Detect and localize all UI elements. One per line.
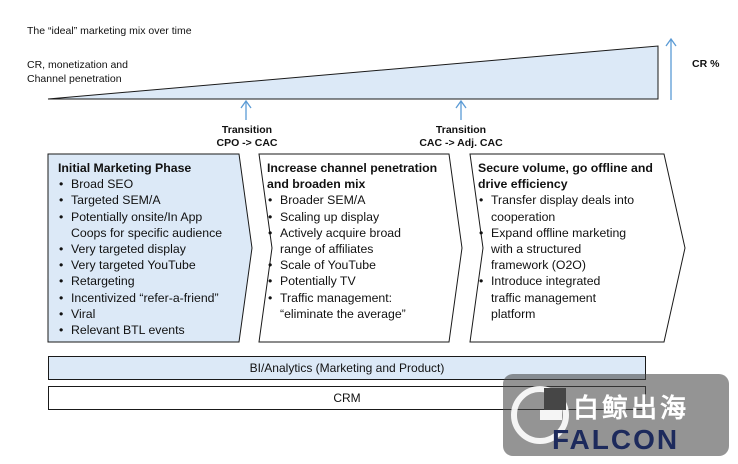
- phase-2-heading: Increase channel penetration and broaden…: [267, 161, 438, 192]
- watermark-cn-text: 白鲸出海: [573, 394, 690, 424]
- transition-1-line2: CPO -> CAC: [216, 137, 278, 149]
- watermark-logo-icon: [511, 386, 569, 444]
- transition-arrow-1: [240, 99, 252, 120]
- transition-arrow-2: [455, 99, 467, 120]
- list-item: Potentially TV: [267, 273, 452, 289]
- transition-label-2: Transition CAC -> Adj. CAC: [412, 124, 510, 150]
- list-item: Retargeting: [58, 273, 248, 289]
- phase-2-content: Increase channel penetration and broaden…: [267, 160, 452, 322]
- list-item: Very targeted display: [58, 241, 248, 257]
- growth-wedge: [47, 45, 659, 100]
- diagram-title: The “ideal” marketing mix over time: [27, 25, 192, 37]
- watermark-panel: 白鲸出海: [503, 374, 729, 456]
- cr-up-arrow: [665, 37, 677, 100]
- list-item: Broader SEM/A: [267, 192, 452, 208]
- phase-3-heading: Secure volume, go offline and drive effi…: [478, 161, 653, 192]
- transition-2-line1: Transition: [435, 124, 487, 136]
- list-item: Scaling up display: [267, 209, 452, 225]
- list-item: Broad SEO: [58, 176, 248, 192]
- watermark-brand: FALCON: [552, 424, 680, 455]
- list-item: Targeted SEM/A: [58, 192, 248, 208]
- cr-pct-label: CR %: [692, 58, 720, 70]
- list-item: Incentivized “refer-a-friend”: [58, 290, 248, 306]
- phase-1-heading: Initial Marketing Phase: [58, 161, 192, 175]
- transition-1-line1: Transition: [221, 124, 273, 136]
- bi-analytics-bar: BI/Analytics (Marketing and Product): [48, 356, 646, 380]
- cr-label-line2: Channel penetration: [27, 73, 122, 85]
- list-item: Very targeted YouTube: [58, 257, 248, 273]
- phase-1-content: Initial Marketing Phase Broad SEO Target…: [58, 160, 248, 338]
- transition-2-line2: CAC -> Adj. CAC: [419, 137, 503, 149]
- list-item: Traffic management:“eliminate the averag…: [267, 290, 452, 322]
- phase-3-content: Secure volume, go offline and drive effi…: [478, 160, 668, 322]
- list-item: Scale of YouTube: [267, 257, 452, 273]
- list-item: Viral: [58, 306, 248, 322]
- cr-label: CR, monetization and Channel penetration: [27, 58, 128, 86]
- cr-label-line1: CR, monetization and: [27, 59, 128, 71]
- phase-1-list: Broad SEO Targeted SEM/A Potentially ons…: [58, 176, 248, 338]
- list-item: Relevant BTL events: [58, 322, 248, 338]
- phase-2-list: Broader SEM/A Scaling up display Activel…: [267, 192, 452, 322]
- transition-label-1: Transition CPO -> CAC: [206, 124, 288, 150]
